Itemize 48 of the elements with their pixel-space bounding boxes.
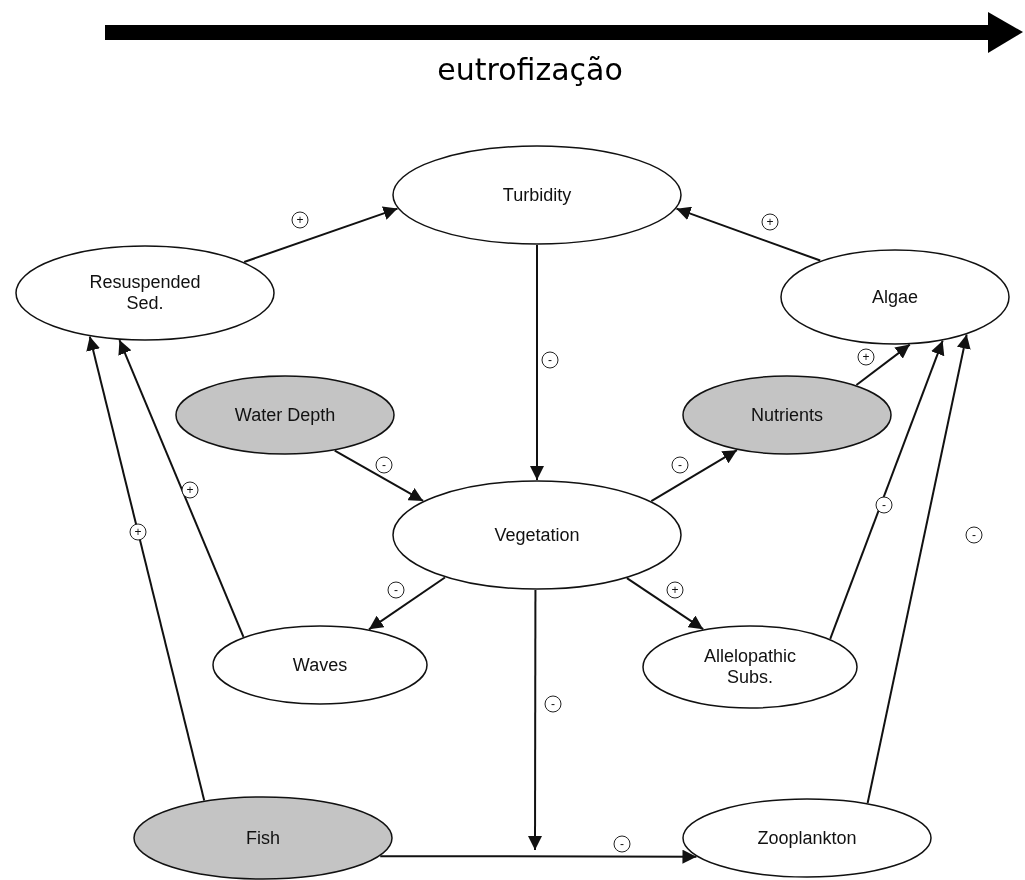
sign-label: + xyxy=(181,481,199,499)
axis-label: eutrofização xyxy=(437,52,623,87)
ellipse-node xyxy=(642,625,858,709)
ellipse-node xyxy=(212,625,428,705)
arrow xyxy=(675,206,822,262)
arrow xyxy=(379,849,698,864)
node-label: Vegetation xyxy=(494,524,580,546)
ellipse-node xyxy=(392,145,682,245)
ellipse-node xyxy=(15,245,275,341)
node-label: Algae xyxy=(871,286,918,308)
node-label: Zooplankton xyxy=(757,827,857,849)
sign-label: - xyxy=(965,526,983,544)
sign-label: - xyxy=(541,351,559,369)
arrow xyxy=(118,339,245,638)
node-label: Allelopathic Subs. xyxy=(702,646,798,688)
ellipse-node xyxy=(780,249,1010,345)
node-label: Waves xyxy=(292,654,348,676)
sign-label: - xyxy=(544,695,562,713)
arrow xyxy=(530,244,544,481)
arrow xyxy=(625,577,705,631)
arrow xyxy=(333,449,425,502)
sign-label: + xyxy=(666,581,684,599)
sign-label: + xyxy=(761,213,779,231)
sign-label: - xyxy=(875,496,893,514)
shaded-ellipse-node xyxy=(682,375,892,455)
arrow xyxy=(86,335,206,802)
node-label: Water Depth xyxy=(234,404,336,426)
arrow xyxy=(866,333,971,804)
node-label: Turbidity xyxy=(502,184,572,206)
sign-label: + xyxy=(129,523,147,541)
shaded-ellipse-node xyxy=(133,796,393,880)
shaded-ellipse-node xyxy=(175,375,395,455)
node-label: Fish xyxy=(246,827,280,849)
sign-label: - xyxy=(613,835,631,853)
node-label: Resuspended Sed. xyxy=(88,272,202,314)
arrow xyxy=(243,206,399,263)
sign-label: + xyxy=(857,348,875,366)
node-label: Nutrients xyxy=(751,404,823,426)
sign-label: - xyxy=(671,456,689,474)
arrow xyxy=(650,449,738,503)
sign-label: + xyxy=(291,211,309,229)
arrow xyxy=(855,343,911,386)
arrow xyxy=(528,589,542,851)
arrow xyxy=(368,576,446,631)
sign-label: - xyxy=(387,581,405,599)
ellipse-node xyxy=(682,798,932,878)
arrow xyxy=(829,339,945,640)
sign-label: - xyxy=(375,456,393,474)
